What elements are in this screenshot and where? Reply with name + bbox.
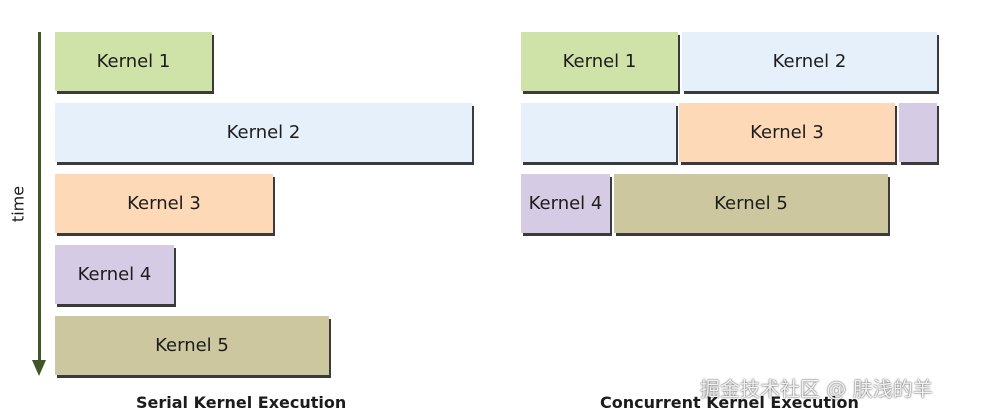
serial-kernel-1: Kernel 1 bbox=[55, 32, 212, 91]
serial-caption: Serial Kernel Execution bbox=[136, 393, 347, 412]
concurrent-caption: Concurrent Kernel Execution bbox=[600, 393, 859, 412]
concurrent-kernel-5: Kernel 5 bbox=[614, 174, 888, 233]
concurrent-kernel-4: Kernel 4 bbox=[521, 174, 610, 233]
watermark-text: 掘金技术社区 @ 肤浅的羊 bbox=[700, 377, 933, 401]
concurrent-kernel-3: Kernel 3 bbox=[679, 103, 895, 162]
serial-kernel-4: Kernel 4 bbox=[55, 245, 174, 304]
time-axis-label: time bbox=[8, 185, 28, 223]
time-axis-line bbox=[38, 32, 41, 362]
concurrent-kernel-2-continuation bbox=[521, 103, 676, 162]
time-axis-arrowhead bbox=[32, 360, 46, 376]
serial-kernel-5: Kernel 5 bbox=[55, 316, 329, 375]
serial-kernel-3: Kernel 3 bbox=[55, 174, 273, 233]
concurrent-kernel-4-start bbox=[899, 103, 937, 162]
concurrent-kernel-2: Kernel 2 bbox=[682, 32, 937, 91]
concurrent-kernel-1: Kernel 1 bbox=[521, 32, 678, 91]
serial-kernel-2: Kernel 2 bbox=[55, 103, 472, 162]
